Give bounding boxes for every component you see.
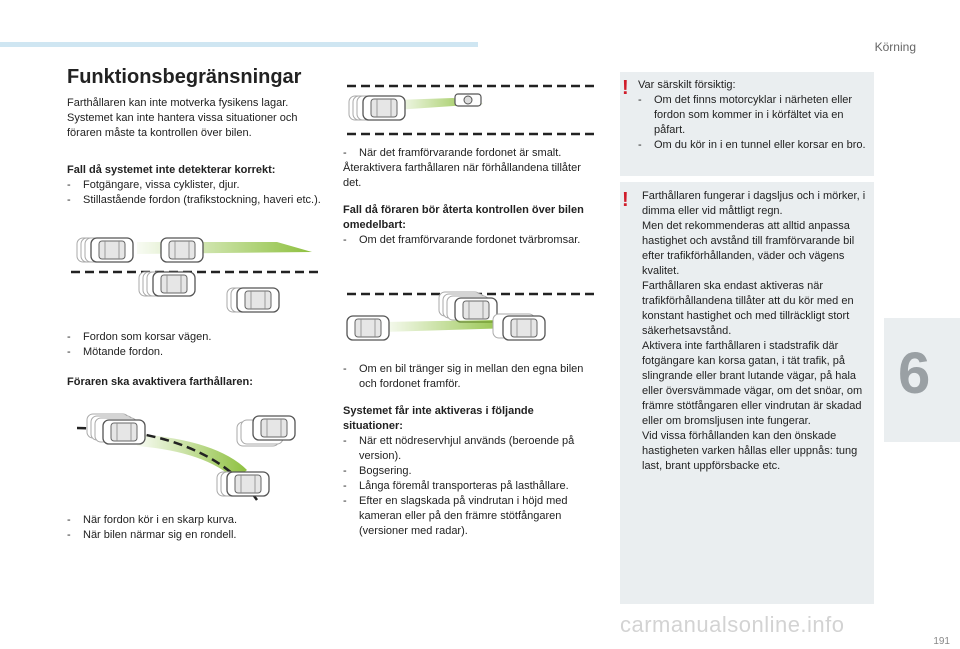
- caution-list: Om det finns motorcyklar i närheten elle…: [638, 93, 870, 153]
- reactivate-paragraph: Återaktivera farthållaren när förhålland…: [343, 162, 581, 189]
- heading-take-control: Fall då föraren bör återta kontrollen öv…: [343, 204, 584, 231]
- list-curve: När fordon kör i en skarp kurva. När bil…: [67, 513, 327, 543]
- heading-not-activate: Systemet får inte aktiveras i följande s…: [343, 405, 534, 432]
- list-item: Fordon som korsar vägen.: [67, 330, 327, 345]
- figure-stopped-vehicle: [71, 237, 321, 313]
- list-take-control: Om det framförvarande fordonet tvärbroms…: [343, 233, 593, 248]
- col2-case4-block: Systemet får inte aktiveras i följande s…: [343, 404, 593, 539]
- usage-paragraph: Farthållaren fungerar i dagsljus och i m…: [642, 190, 866, 217]
- usage-paragraph: Farthållaren ska endast aktiveras när tr…: [642, 280, 854, 337]
- page-title: Funktionsbegränsningar: [67, 66, 302, 88]
- list-item: När bilen närmar sig en rondell.: [67, 528, 327, 543]
- col2-case1-block: När det framförvarande fordonet är smalt…: [343, 146, 593, 191]
- chapter-number: 6: [898, 341, 931, 406]
- list-item: Om det framförvarande fordonet tvärbroms…: [343, 233, 593, 248]
- list-item: Fotgängare, vissa cyklister, djur.: [67, 178, 327, 193]
- list-item: Om det finns motorcyklar i närheten elle…: [638, 93, 870, 138]
- list-cut-in: Om en bil tränger sig in mellan den egna…: [343, 362, 593, 392]
- list-item: Stillastående fordon (trafikstockning, h…: [67, 193, 327, 208]
- caution-intro: Var särskilt försiktig:: [638, 79, 736, 91]
- list-item: När fordon kör i en skarp kurva.: [67, 513, 327, 528]
- section-title: Körning: [874, 40, 916, 54]
- heading-deactivate: Föraren ska avaktivera farthållaren:: [67, 376, 253, 388]
- list-item: När det framförvarande fordonet är smalt…: [343, 146, 593, 161]
- warning-exclamation-icon: !: [622, 77, 629, 99]
- intro-paragraph: Farthållaren kan inte motverka fysikens …: [67, 97, 298, 139]
- heading-not-detected: Fall då systemet inte detekterar korrekt…: [67, 164, 276, 176]
- col1-case1-block: Fall då systemet inte detekterar korrekt…: [67, 163, 327, 208]
- warning-note-usage: ! Farthållaren fungerar i dagsljus och i…: [620, 182, 874, 604]
- usage-paragraph: Men det rekommenderas att alltid anpassa…: [642, 220, 855, 277]
- col1-intro-block: Farthållaren kan inte motverka fysikens …: [67, 96, 327, 141]
- usage-paragraph: Aktivera inte farthållaren i stadstrafik…: [642, 340, 863, 427]
- page-number: 191: [933, 636, 950, 647]
- list-not-detected: Fotgängare, vissa cyklister, djur. Still…: [67, 178, 327, 208]
- warning-exclamation-icon: !: [622, 189, 629, 211]
- list-narrow: När det framförvarande fordonet är smalt…: [343, 146, 593, 161]
- motorcycle-icon: [454, 93, 482, 107]
- col1-case2-block: Fordon som korsar vägen. Mötande fordon.: [67, 330, 327, 360]
- figure-cut-in: [346, 291, 597, 341]
- usage-paragraph: Vid vissa förhållanden kan den önskade h…: [642, 430, 858, 472]
- list-crossing: Fordon som korsar vägen. Mötande fordon.: [67, 330, 327, 360]
- chapter-tab: [884, 318, 960, 442]
- col2-case3-block: Om en bil tränger sig in mellan den egna…: [343, 362, 593, 392]
- warning-note-caution: ! Var särskilt försiktig: Om det finns m…: [620, 72, 874, 176]
- list-not-activate: När ett nödreservhjul används (beroende …: [343, 434, 593, 539]
- figure-narrow-vehicle: [347, 84, 597, 136]
- top-accent-bar: [0, 42, 478, 47]
- list-item: Om en bil tränger sig in mellan den egna…: [343, 362, 593, 392]
- col1-deactivate-heading-block: Föraren ska avaktivera farthållaren:: [67, 375, 327, 390]
- figure-sharp-curve: [76, 413, 296, 501]
- col1-case3-block: När fordon kör i en skarp kurva. När bil…: [67, 513, 327, 543]
- list-item: Om du kör in i en tunnel eller korsar en…: [638, 138, 870, 153]
- list-item: Efter en slagskada på vindrutan i höjd m…: [343, 494, 593, 539]
- list-item: Bogsering.: [343, 464, 593, 479]
- list-item: Långa föremål transporteras på lasthålla…: [343, 479, 593, 494]
- col2-case2-block: Fall då föraren bör återta kontrollen öv…: [343, 203, 593, 248]
- list-item: Mötande fordon.: [67, 345, 327, 360]
- watermark: carmanualsonline.info: [620, 612, 845, 637]
- list-item: När ett nödreservhjul används (beroende …: [343, 434, 593, 464]
